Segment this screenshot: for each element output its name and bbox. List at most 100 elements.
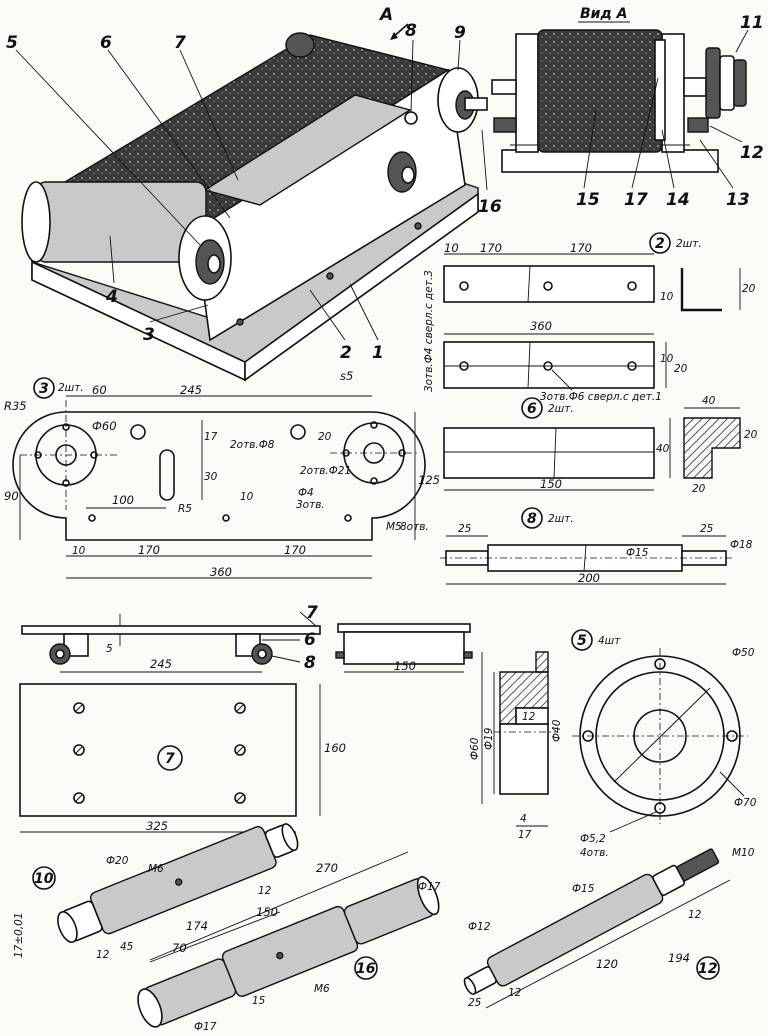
view-a: Вид А 11 12 13 14 17 15 bbox=[491, 6, 764, 210]
part-2-dim: 20 bbox=[742, 283, 756, 295]
part-12-dim: Ф12 bbox=[468, 921, 491, 933]
part-3-dim: 170 bbox=[284, 543, 306, 557]
part-12-dim: 120 bbox=[596, 957, 618, 971]
part-7-callout: 7 bbox=[306, 603, 318, 623]
view-a-title: Вид А bbox=[580, 6, 628, 22]
part-3-dim: s5 bbox=[340, 369, 353, 383]
callout-2: 2 bbox=[340, 343, 352, 363]
part-3-dim: Ф4 bbox=[298, 487, 314, 499]
assembly-view: 5 6 7 8 9 4 3 2 1 16 A bbox=[6, 5, 502, 382]
part-3-dim: 10 bbox=[240, 491, 254, 503]
part-6-dim: 150 bbox=[540, 477, 562, 491]
part-7-dim: 150 bbox=[394, 659, 416, 673]
part-12-dim: 12 bbox=[688, 909, 702, 921]
part-3-dim: 360 bbox=[210, 565, 232, 579]
part-8-dim: 25 bbox=[700, 523, 714, 535]
part-10-dim: 12 bbox=[258, 885, 272, 897]
part-3-dim: R5 bbox=[178, 503, 192, 515]
part-2-note-holes4: 3отв.Ф4 сверл.с дет.3 bbox=[423, 270, 435, 392]
part-12: 12 М10 Ф15 Ф12 12 120 194 25 12 bbox=[463, 847, 755, 1009]
view-arrow-label: A bbox=[378, 5, 393, 25]
part-5-dim: Ф5,2 bbox=[580, 833, 606, 845]
part-7-callout: 6 bbox=[304, 630, 316, 650]
callout-7: 7 bbox=[174, 33, 186, 53]
part-3-dim: Ф60 bbox=[92, 419, 117, 433]
callout-9: 9 bbox=[454, 23, 466, 43]
part-3-dim: М5 bbox=[386, 521, 402, 533]
part-16-dim: 270 bbox=[316, 861, 338, 875]
part-16-dim: Ф17 bbox=[194, 1021, 217, 1033]
part-2: 2 2шт. 10 170 170 360 10 10 20 20 3отв.Ф… bbox=[423, 232, 756, 403]
part-16-dim: М6 bbox=[314, 983, 330, 995]
part-7-number: 7 bbox=[165, 751, 175, 767]
part-6-dim: 20 bbox=[744, 429, 758, 441]
part-3-dim: 10 bbox=[72, 545, 86, 557]
callout-8: 8 bbox=[405, 21, 417, 41]
part-12-number: 12 bbox=[698, 961, 717, 977]
callout-12: 12 bbox=[740, 143, 764, 163]
part-8: 8 2шт. 25 Ф15 25 Ф18 200 bbox=[440, 507, 753, 585]
part-16-dim: Ф17 bbox=[418, 881, 441, 893]
part-2-dim: 10 bbox=[660, 291, 674, 303]
part-3-dim: 125 bbox=[418, 473, 440, 487]
part-10-dim: 17±0,01 bbox=[13, 912, 25, 958]
part-12-dim: Ф15 bbox=[572, 883, 595, 895]
part-10-dim: 174 bbox=[186, 919, 208, 933]
part-3-dim: 2отв.Ф21 bbox=[300, 465, 351, 477]
part-3-dim: 8отв. bbox=[400, 521, 429, 533]
callout-14: 14 bbox=[666, 190, 690, 210]
callout-5: 5 bbox=[6, 33, 18, 53]
part-16-dim: 150 bbox=[256, 905, 278, 919]
part-10: 10 Ф20 М6 12 17±0,01 174 12 45 bbox=[13, 823, 299, 963]
part-5-dim: Ф19 bbox=[483, 727, 495, 750]
part-3-dim: 3отв. bbox=[296, 499, 325, 511]
part-7-dim: 325 bbox=[146, 819, 168, 833]
part-3-dim: 2отв.Ф8 bbox=[230, 439, 275, 451]
part-7-dim: 5 bbox=[106, 643, 113, 655]
callout-3: 3 bbox=[143, 325, 155, 345]
part-10-number: 10 bbox=[34, 871, 54, 887]
part-5-number: 5 bbox=[577, 633, 587, 649]
part-2-dim: 360 bbox=[530, 319, 552, 333]
part-16-dim: 15 bbox=[252, 995, 266, 1007]
part-6-dim: 40 bbox=[656, 443, 670, 455]
callout-16: 16 bbox=[478, 197, 502, 217]
part-5-dim: Ф60 bbox=[469, 737, 481, 760]
part-12-dim: 194 bbox=[668, 951, 690, 965]
part-5-dim: 17 bbox=[518, 829, 532, 841]
part-3-dim: 100 bbox=[112, 493, 134, 507]
part-8-qty: 2шт. bbox=[548, 513, 574, 525]
part-3-dim: 20 bbox=[318, 431, 332, 443]
callout-6: 6 bbox=[100, 33, 112, 53]
part-2-dim: 170 bbox=[570, 241, 592, 255]
part-7-dim: 160 bbox=[324, 741, 346, 755]
part-16-dim: 70 bbox=[172, 941, 187, 955]
part-5-dim: Ф40 bbox=[551, 719, 563, 742]
callout-13: 13 bbox=[726, 190, 750, 210]
callout-15: 15 bbox=[576, 190, 600, 210]
part-3: 3 2шт. 60 245 s5 R35 bbox=[4, 369, 440, 579]
part-6-number: 6 bbox=[527, 401, 537, 417]
part-5: 5 4шт Ф60 Ф19 12 Ф40 4 17 Ф50 Ф70 Ф5,2 4… bbox=[469, 629, 757, 859]
part-7-callout: 8 bbox=[304, 653, 316, 673]
part-6-qty: 2шт. bbox=[548, 403, 574, 415]
part-3-dim: 60 bbox=[92, 383, 107, 397]
part-3-dim: 90 bbox=[4, 489, 19, 503]
part-5-dim: 4 bbox=[520, 813, 527, 825]
part-7-dim: 245 bbox=[150, 657, 172, 671]
part-5-qty: 4шт bbox=[598, 635, 621, 647]
part-8-number: 8 bbox=[527, 511, 537, 527]
callout-11: 11 bbox=[740, 13, 764, 33]
part-3-number: 3 bbox=[39, 381, 49, 397]
part-2-note-holes6: 3отв.Ф6 сверл.с дет.1 bbox=[540, 391, 662, 403]
part-3-dim: 17 bbox=[204, 431, 218, 443]
part-2-dim: 170 bbox=[480, 241, 502, 255]
part-7-side-view: 7 6 8 5 245 150 bbox=[21, 603, 473, 673]
part-10-dim: 45 bbox=[120, 941, 134, 953]
part-16: 16 270 Ф17 150 70 15 М6 Ф17 bbox=[137, 851, 441, 1033]
part-5-dim: Ф70 bbox=[734, 797, 757, 809]
part-2-qty: 2шт. bbox=[676, 238, 702, 250]
part-3-dim: R35 bbox=[4, 399, 27, 413]
